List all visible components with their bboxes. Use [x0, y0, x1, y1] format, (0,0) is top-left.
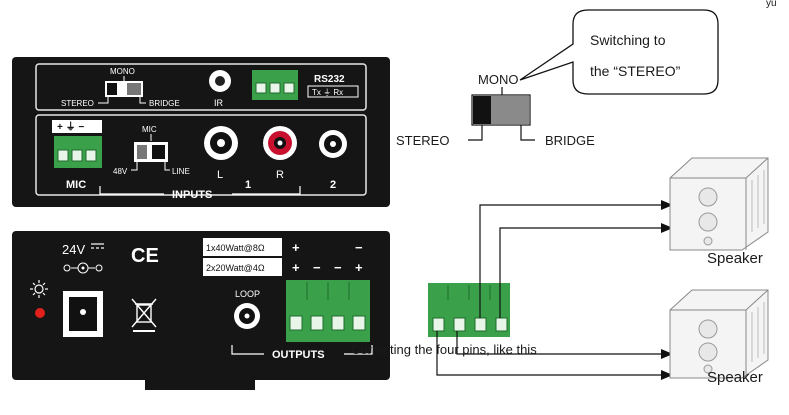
outputs-label: OUTPUTS: [272, 349, 325, 361]
wire-3: [456, 331, 673, 359]
mono-label: MONO: [110, 67, 135, 76]
power-sun-icon: [30, 280, 48, 298]
rs232-pins: Tx ⏚ Rx: [312, 88, 343, 97]
bottom-amplifier-panel: 24V CE: [12, 231, 390, 390]
polarity-symbol-icon: [63, 262, 103, 274]
power-led: [35, 308, 45, 318]
mic-switch-line-label: LINE: [172, 167, 190, 176]
wire-1: [479, 200, 673, 318]
row1-plus: +: [292, 240, 300, 255]
mic-terminal-symbols: + ⏚ −: [57, 121, 84, 133]
weee-bin-icon: [131, 298, 157, 332]
mic-terminal[interactable]: [54, 136, 102, 168]
speaker-2-label: Speaker: [707, 369, 763, 386]
row2-sign-2: −: [313, 260, 321, 275]
speaker-terminal-block: [428, 283, 510, 337]
input-2-label: 2: [330, 179, 336, 191]
spec-row2: 2x20Watt@4Ω: [206, 263, 265, 273]
mic-label: MIC: [66, 179, 86, 191]
row2-sign-3: −: [334, 260, 342, 275]
mic-switch-top-label: MIC: [142, 125, 157, 134]
input-1-label: 1: [245, 179, 251, 191]
row1-minus: −: [355, 240, 363, 255]
wiring-caption: Correcting the four pins, like this: [351, 342, 537, 357]
spec-row1: 1x40Watt@8Ω: [206, 243, 265, 253]
loop-label: LOOP: [235, 289, 260, 299]
bottom-panel-body: [12, 231, 390, 380]
output-terminal[interactable]: [286, 280, 370, 342]
switch-bridge-label: BRIDGE: [545, 133, 595, 148]
wire-4: [436, 331, 673, 380]
callout-bubble: Switching to the “STEREO”: [519, 9, 719, 95]
callout-line2: the “STEREO”: [590, 63, 681, 79]
rs232-terminal[interactable]: [252, 70, 298, 100]
inputs-label: INPUTS: [172, 189, 212, 201]
row2-sign-4: +: [355, 260, 363, 275]
mic-switch-48v-label: 48V: [113, 167, 128, 176]
stereo-label: STEREO: [61, 99, 94, 108]
wiring-diagram: [428, 200, 673, 380]
speaker-2: [669, 289, 769, 379]
row2-sign-1: +: [292, 260, 300, 275]
callout-line1: Switching to: [590, 32, 666, 48]
corner-mark: yu: [766, 0, 777, 9]
speaker-1: [669, 157, 769, 251]
rca-right-label: R: [276, 169, 284, 181]
ce-mark: CE: [131, 245, 159, 267]
wire-2: [499, 223, 673, 318]
rca-left-label: L: [217, 169, 223, 181]
speaker-spec-table: 1x40Watt@8Ω 2x20Watt@4Ω + − + − − +: [203, 238, 363, 276]
switch-diagram: MONO STEREO BRIDGE: [396, 72, 595, 148]
switch-mono-label: MONO: [478, 72, 518, 87]
rs232-label: RS232: [314, 74, 345, 85]
speaker-1-label: Speaker: [707, 250, 763, 267]
switch-stereo-label: STEREO: [396, 133, 449, 148]
top-amplifier-panel: MONO STEREO BRIDGE IR RS232 Tx ⏚ Rx + ⏚ …: [12, 57, 390, 207]
bridge-label: BRIDGE: [149, 99, 180, 108]
voltage-label: 24V: [62, 242, 85, 257]
ir-label: IR: [214, 98, 224, 108]
